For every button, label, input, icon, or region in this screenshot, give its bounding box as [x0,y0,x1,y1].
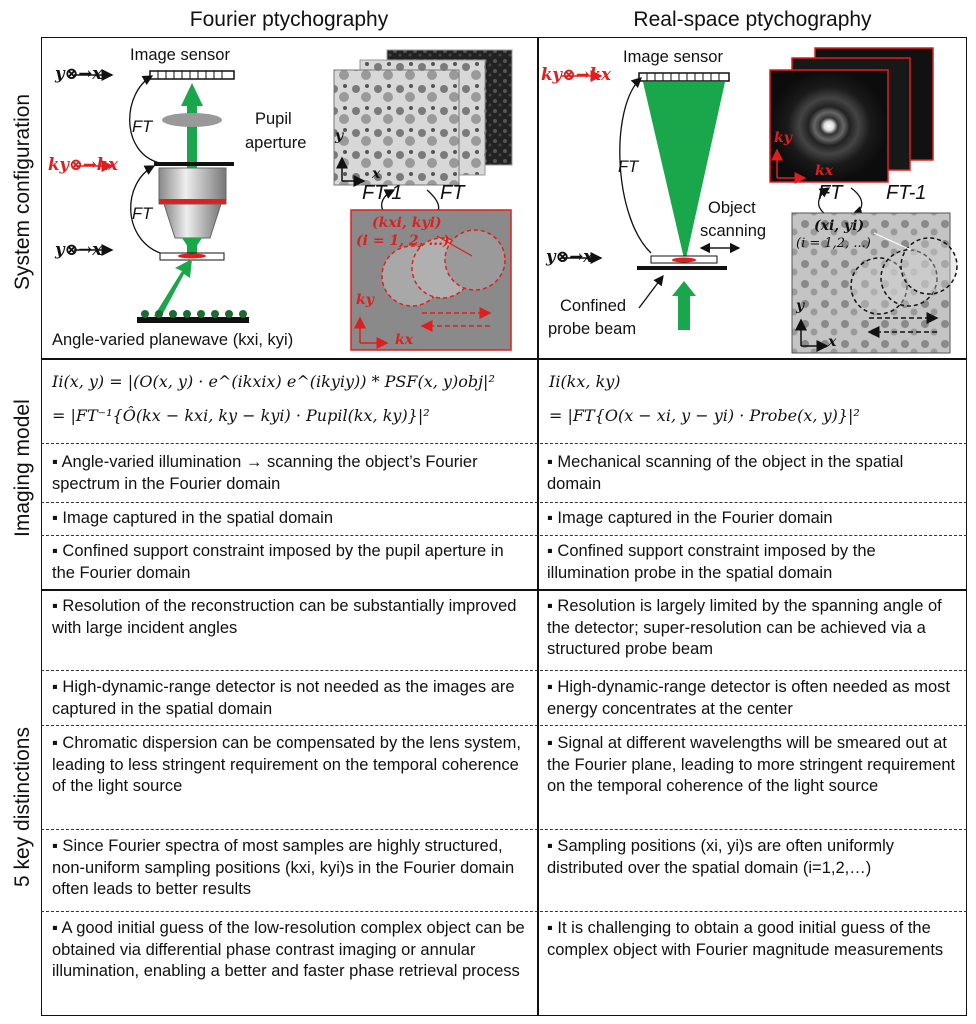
pupil-label-2: aperture [245,134,307,152]
right-inset-x: x [828,334,837,350]
left-caption: Angle-varied planewave (kxi, kyi) [52,331,294,349]
distinction-4-right: ▪ Sampling positions (xi, yi)s are often… [547,837,894,877]
distinction-5-right: ▪ It is challenging to obtain a good ini… [547,919,944,959]
left-spot-label-1: (kxi, kyi) [372,215,442,231]
object-scanning-2: scanning [700,222,767,240]
right-ft-inverse: FT-1 [886,182,927,204]
header-real-space: Real-space ptychography [633,8,872,31]
tube-lens [162,113,222,127]
distinction-1-left: ▪ Resolution of the reconstruction can b… [52,597,517,637]
confined-label-2: probe beam [548,320,637,338]
right-image-sensor-shape [638,72,730,82]
probe-arrow [672,281,696,330]
left-ft: FT [440,182,465,204]
distinction-1-right: ▪ Resolution is largely limited by the s… [547,597,942,658]
left-axis-k: ky⊗→kx [48,155,118,174]
row-label-model: Imaging model [11,399,34,537]
row-divider-model-end [41,589,967,591]
left-equation-line2: = |FT⁻¹{Ô(kx − kxi, ky − kyi) · Pupil(kx… [52,406,430,425]
left-inset-y: y [335,128,344,144]
left-image-sensor-label: Image sensor [130,46,230,64]
header-fourier: Fourier ptychography [189,8,389,31]
model-row-2-left: ▪ Image captured in the spatial domain [52,509,334,527]
right-spot-label-2: (i = 1,2, ...) [796,236,871,251]
right-axis-k: ky⊗→kx [541,65,611,84]
row-divider-d2 [41,725,967,726]
left-axis-bottom: y⊗→x [55,240,103,259]
right-inset-kx: kx [815,163,834,179]
row-divider-model-2 [41,502,967,503]
real-space-setup-diagram [561,47,958,354]
table-frame [41,37,967,1016]
distinction-2-left: ▪ High-dynamic-range detector is not nee… [52,678,515,718]
led-array [137,317,249,323]
distinction-3-left: ▪ Chromatic dispersion can be compensate… [52,734,521,795]
left-ft-bottom: FT [132,205,153,223]
right-spot-label-1: (xi, yi) [814,218,865,234]
column-divider [537,37,539,1016]
model-row-2-right: ▪ Image captured in the Fourier domain [547,509,833,527]
diverging-beam [643,82,725,263]
row-divider-d1 [41,670,967,671]
row-label-system: System configuration [11,93,34,290]
left-ft-inverse: FT-1 [362,182,403,204]
pupil-label-1: Pupil [255,110,292,128]
right-ft: FT [818,182,843,204]
model-row-3-left: ▪ Confined support constraint imposed by… [52,542,504,582]
confined-label-1: Confined [560,297,627,315]
left-spot-label-2: (i = 1, 2, ...) [356,233,450,249]
row-divider-system [41,358,967,360]
left-axis-top: y⊗→x [55,64,103,83]
distinction-3-right: ▪ Signal at different wavelengths will b… [547,734,956,795]
row-label-distinctions: 5 key distinctions [11,727,34,887]
row-divider-d3 [41,829,967,830]
row-divider-model-3 [41,535,967,536]
left-inset-x: x [372,166,381,182]
row-divider-model-1 [41,443,967,444]
distinction-5-left: ▪ A good initial guess of the low-resolu… [52,919,525,980]
right-axis-bottom: y⊗→x [546,247,594,266]
left-equation-line1: Ii(x, y) = |(O(x, y) · e^(ikxix) e^(ikyi… [52,372,495,391]
model-row-3-right: ▪ Confined support constraint imposed by… [547,542,876,582]
right-inset-y: y [796,298,805,314]
left-inset-kx: kx [395,332,414,348]
right-equation-line1: Ii(kx, ky) [549,372,621,391]
fourier-setup-diagram [74,49,513,351]
right-inset-ky: ky [774,130,792,146]
row-divider-d4 [41,911,967,912]
image-sensor-shape [149,70,235,80]
distinction-2-right: ▪ High-dynamic-range detector is often n… [547,678,950,718]
right-image-sensor-label: Image sensor [623,48,723,66]
objective-body [158,167,227,205]
left-inset-ky: ky [356,292,374,308]
right-equation-line2: = |FT{O(x − xi, y − yi) · Probe(x, y)}|² [549,406,860,425]
object-scanning-1: Object [708,199,756,217]
diffraction-pattern-stack [769,69,889,183]
left-ft-top: FT [132,118,153,136]
model-row-1-right: ▪ Mechanical scanning of the object in t… [547,453,904,493]
model-row-1-left: ▪ Angle-varied illumination → scanning t… [52,453,478,493]
distinction-4-left: ▪ Since Fourier spectra of most samples … [52,837,515,898]
right-ft-mid: FT [618,158,639,176]
lowres-image-stack [333,69,460,186]
illumination-arrow [154,259,192,319]
